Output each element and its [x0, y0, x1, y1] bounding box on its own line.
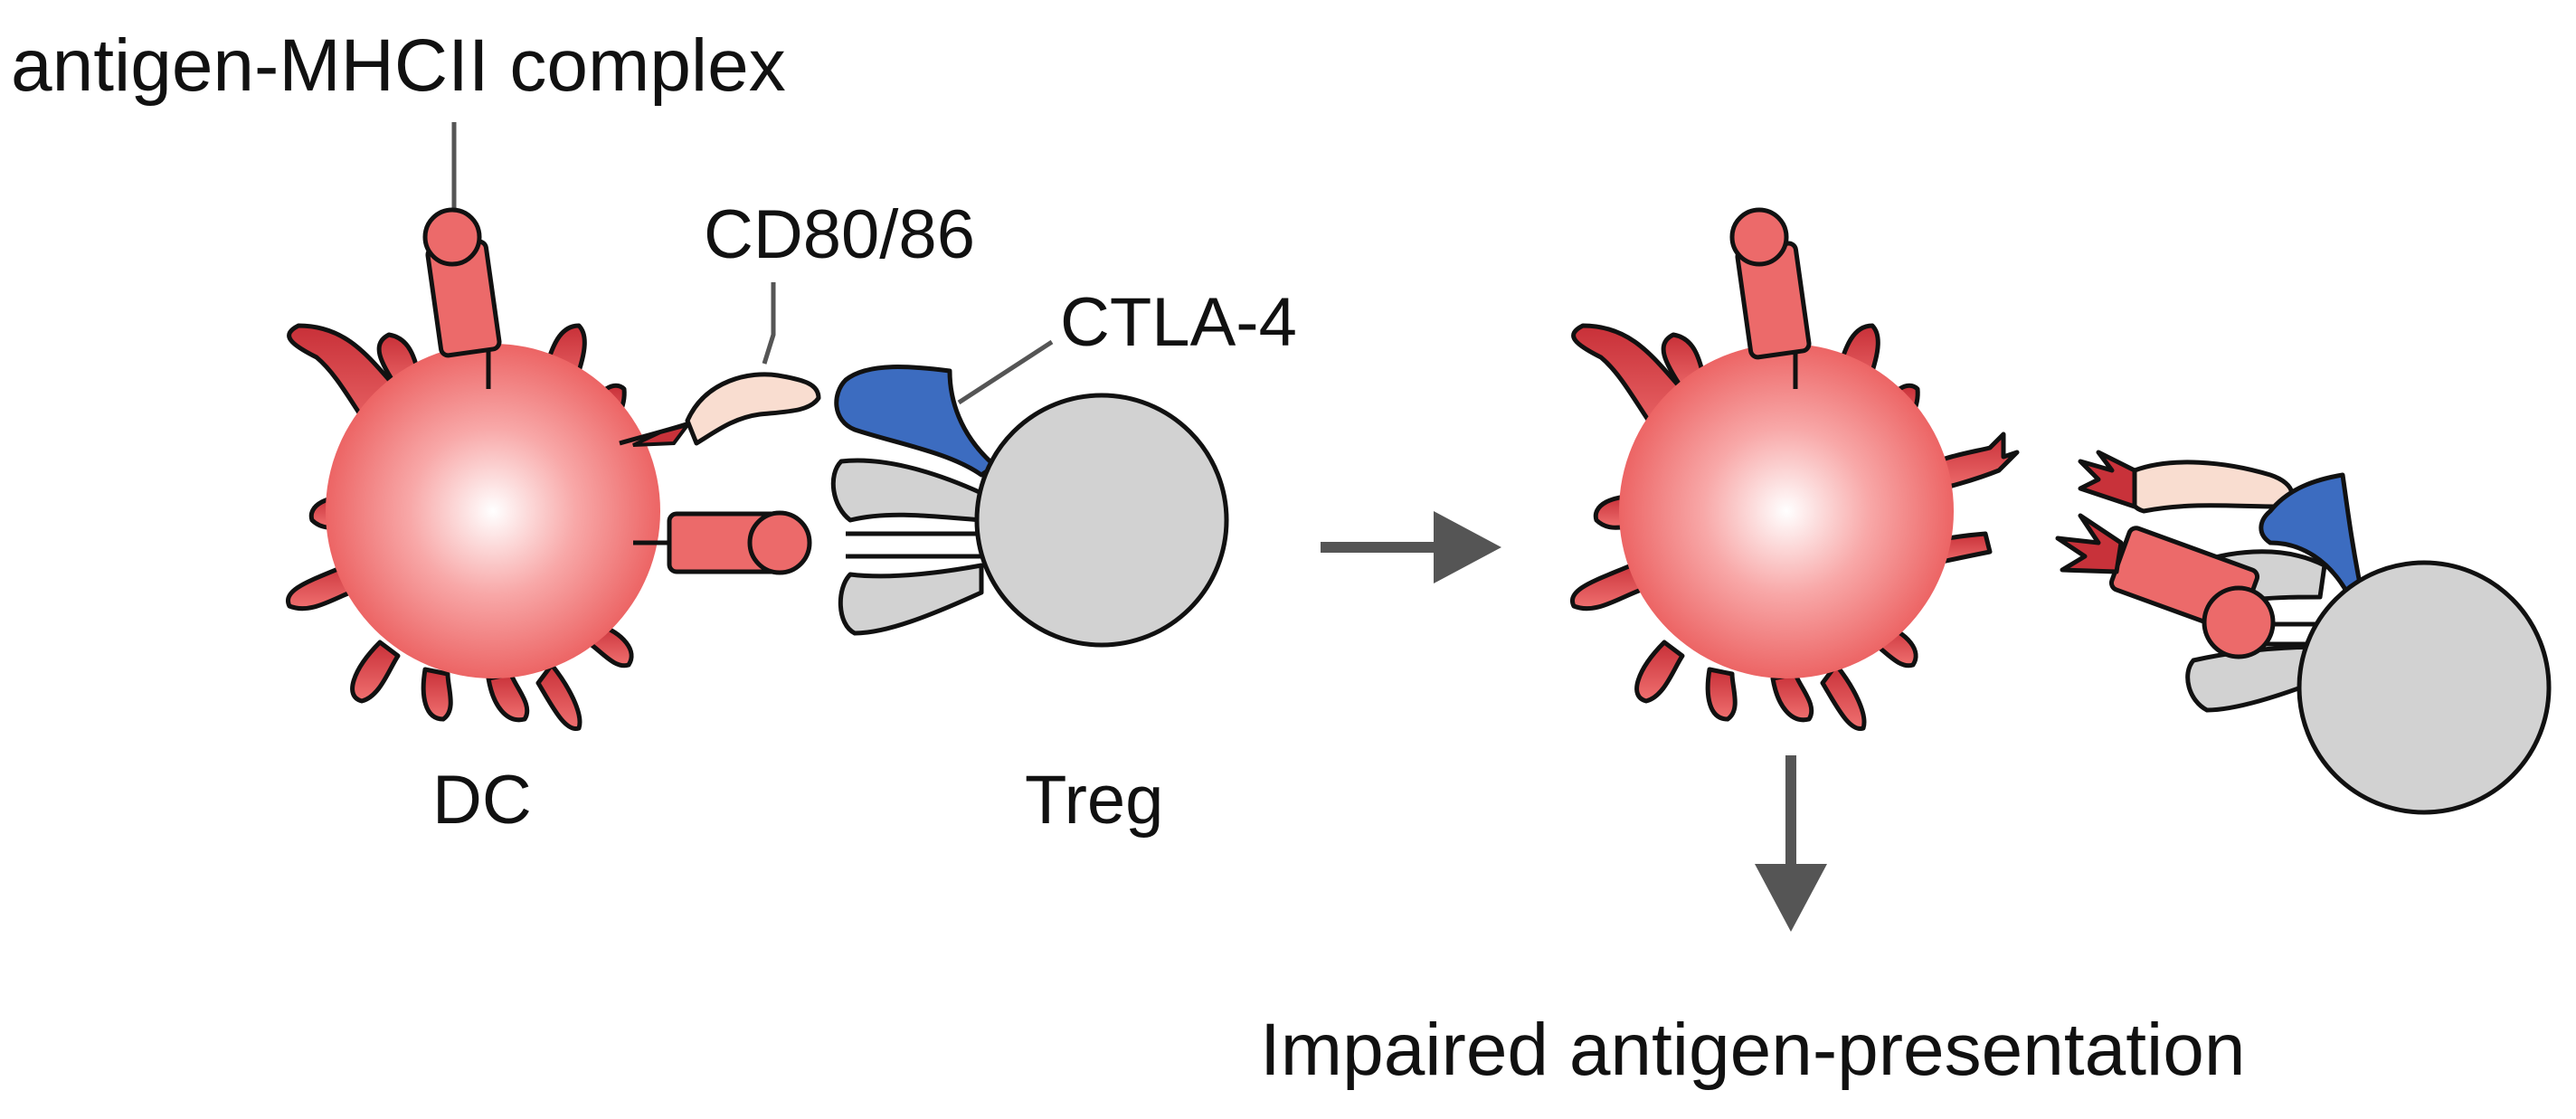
cd80-86-molecule-left: [619, 372, 821, 447]
dendritic-cell-right: [1570, 323, 2020, 731]
label-treg: Treg: [1025, 762, 1163, 839]
arrow-down-icon: [1755, 755, 1827, 932]
mhcii-complex-top: [422, 207, 502, 389]
label-cd80-86: CD80/86: [704, 196, 975, 273]
label-antigen-mhcii: antigen-MHCII complex: [11, 24, 786, 107]
leader-line-ctla4: [957, 339, 1054, 405]
dc-body-right: [1619, 344, 1954, 678]
leader-line-cd80-86: [762, 282, 776, 365]
label-outcome: Impaired antigen-presentation: [1260, 1009, 2245, 1091]
arrow-right-icon: [1321, 511, 1501, 583]
mhcii-complex-side: [633, 510, 812, 575]
label-dc: DC: [432, 762, 532, 839]
treg-cell-right: [2055, 450, 2552, 815]
captured-cd80-86: [2078, 450, 2295, 514]
treg-body-left: [974, 393, 1229, 648]
label-ctla4: CTLA-4: [1060, 284, 1297, 361]
dendritic-cell-left: [286, 323, 660, 731]
treg-cell-left: [830, 365, 1229, 648]
dc-body: [326, 344, 660, 678]
antigen-bead: [422, 207, 482, 267]
tcr-left: [830, 458, 984, 636]
captured-mhcii: [2055, 513, 2276, 659]
treg-body-right: [2297, 560, 2552, 815]
mhcii-complex-top-right: [1729, 207, 1812, 389]
